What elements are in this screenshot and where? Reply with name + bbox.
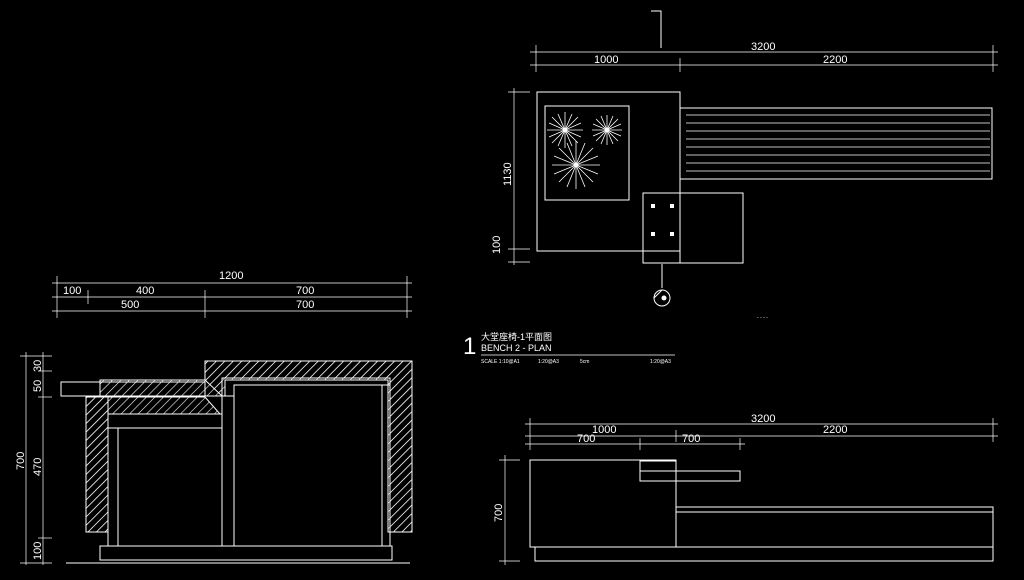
section-dim-700a: 700 [296,285,314,297]
section-top-dimensions: 1200 100 400 700 500 700 [52,270,412,318]
scale-2: 1:20@A3 [538,359,559,365]
section-dim-700b: 700 [296,299,314,311]
section-dim-400: 400 [136,285,154,297]
plan-top-dimensions: 3200 1000 2200 [530,41,998,72]
elev-bench-seat [675,506,994,548]
section-mid-post [221,395,235,547]
section-right-cavity [233,384,383,547]
plan-table-leg-block [642,192,681,264]
title-cn: 大堂座椅-1平面图 [481,331,552,342]
elev-dim-700b: 700 [682,433,700,445]
plan-bolt-points [651,204,674,236]
section-hatched-shell [85,360,413,533]
elev-table-support [639,460,677,472]
plan-left-dimensions: 1130 100 [491,88,530,265]
plan-bench-slats [679,107,993,180]
plan-slat-lines [686,114,990,172]
elevation-top-dimensions: 3200 1000 2200 700 700 [525,413,998,450]
section-left-dimensions: 700 30 50 470 100 [15,352,52,565]
section-seat-slab [60,381,206,397]
section-dim-100-left: 100 [32,542,44,560]
section-base [99,545,393,561]
plan-dim-1000: 1000 [594,54,618,66]
plan-side-table [642,192,744,264]
misc-label: - - - - [757,315,768,321]
section-left-cavity [117,427,223,547]
plan-dim-2200: 2200 [823,54,847,66]
elevation-left-dimensions: 700 [493,455,520,565]
plan-dim-small: 100 [491,236,503,254]
section-dim-470: 470 [32,458,44,476]
title-en: BENCH 2 - PLAN [481,343,552,353]
elev-dim-total: 3200 [751,413,775,425]
section-dim-total: 1200 [219,270,243,282]
section-left-frame [107,413,223,429]
elevation-view: 3200 1000 2200 700 700 700 [493,413,998,565]
elev-planter-block [529,459,677,548]
plan-planter-box [544,105,630,201]
title-block: 1 大堂座椅-1平面图 BENCH 2 - PLAN SCALE 1:10@A1… [463,331,675,365]
section-dim-height-total: 700 [15,452,27,470]
elev-dim-700a: 700 [577,433,595,445]
section-dim-500: 500 [121,299,139,311]
section-view: 1200 100 400 700 500 700 700 30 50 470 1… [15,270,413,565]
plan-dim-total: 3200 [751,41,775,53]
scale-4: 1:20@A3 [650,359,671,365]
elev-plinth [534,546,994,562]
section-cut-marker [651,10,662,48]
plant-icon [547,112,622,189]
section-dim-50: 50 [32,380,44,392]
elev-dim-1000: 1000 [592,424,616,436]
section-hatched-step [85,396,222,533]
section-dim-100: 100 [63,285,81,297]
section-hatched-top-right [204,360,413,533]
title-number: 1 [463,333,476,360]
plan-view: 3200 1000 2200 1130 100 [491,10,998,321]
section-dim-30: 30 [32,360,44,372]
scale-3: 5cm [580,359,589,365]
scale-1: SCALE 1:10@A1 [481,359,520,365]
plan-dim-height: 1130 [502,162,514,186]
elev-dim-2200: 2200 [823,424,847,436]
elev-table-top [639,470,741,482]
section-symbol-icon [653,264,671,307]
section-left-post [107,427,119,547]
elev-dim-height: 700 [493,504,505,522]
